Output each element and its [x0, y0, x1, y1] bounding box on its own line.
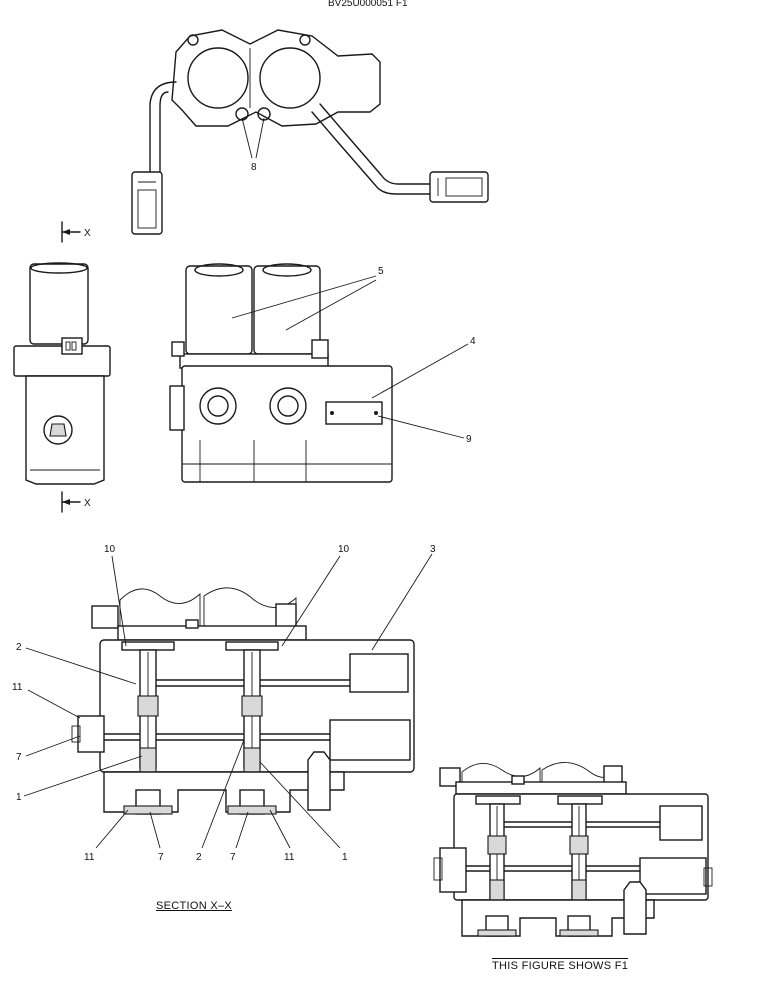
- front-view: [169, 263, 393, 483]
- side-view: [13, 262, 111, 485]
- section-marker-bottom: X: [61, 491, 91, 513]
- callout-5: 5: [378, 266, 384, 277]
- top-view: 8: [131, 29, 489, 235]
- callout-2-bottom: 2: [196, 852, 202, 863]
- callout-1-bottom-right: 1: [342, 852, 348, 863]
- callout-11-bottom-right: 11: [284, 852, 295, 863]
- figure-note: THIS FIGURE SHOWS F1: [492, 958, 629, 972]
- callout-9: 9: [466, 434, 472, 445]
- callout-3: 3: [430, 544, 436, 555]
- callout-11-left: 11: [12, 682, 23, 693]
- callout-11-bottom: 11: [84, 852, 95, 863]
- callout-2-left: 2: [16, 642, 22, 653]
- callout-10-left: 10: [104, 544, 116, 555]
- callout-7-bottom-left: 7: [158, 852, 164, 863]
- callout-1-left: 1: [16, 792, 22, 803]
- header-partial: BV25U000051 F1: [328, 0, 408, 9]
- section-caption: SECTION X–X: [156, 900, 233, 912]
- callout-4: 4: [470, 336, 476, 347]
- callout-10-right: 10: [338, 544, 350, 555]
- callout-8: 8: [251, 162, 257, 173]
- section-marker-bottom-label: X: [84, 498, 91, 509]
- section-marker-top-label: X: [84, 228, 91, 239]
- section-marker-top: X: [61, 221, 91, 243]
- callout-7-left: 7: [16, 752, 22, 763]
- section-view-small: [433, 762, 713, 937]
- callout-7-bottom-right: 7: [230, 852, 236, 863]
- section-view-large: [71, 587, 415, 815]
